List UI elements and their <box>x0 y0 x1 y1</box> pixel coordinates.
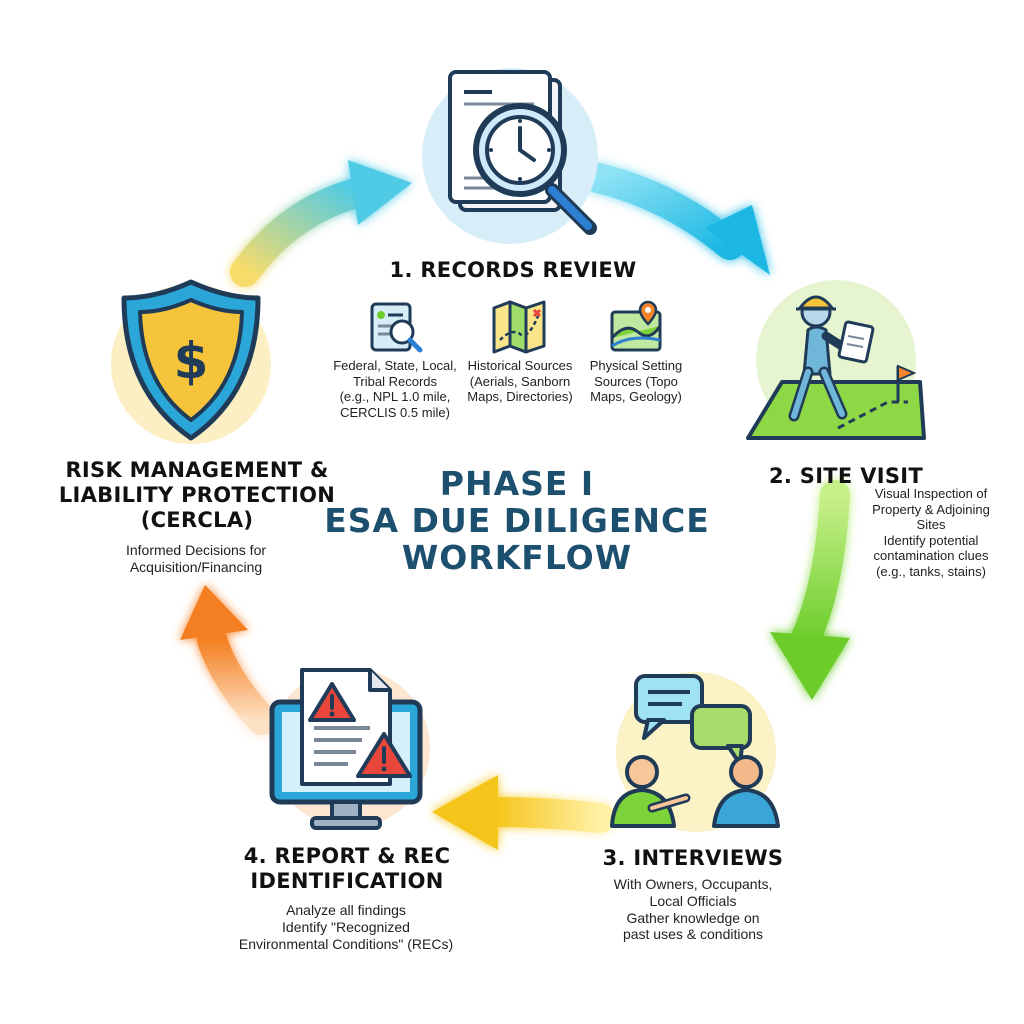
report-desc-line: Identify "Recognized <box>282 918 410 935</box>
risk-title: RISK MANAGEMENT & LIABILITY PROTECTION (… <box>56 458 338 534</box>
source-federal-records: Federal, State, Local, Tribal Records (e… <box>320 358 470 420</box>
source-historical: Historical Sources (Aerials, Sanborn Map… <box>456 358 584 405</box>
risk-title-line: LIABILITY PROTECTION <box>58 483 336 508</box>
report-title-line: 4. REPORT & REC <box>243 844 451 868</box>
arrow-records-to-site <box>583 163 770 275</box>
svg-text:$: $ <box>174 332 209 390</box>
records-magnifier-clock-icon <box>422 68 598 244</box>
report-desc-line: Analyze all findings <box>286 902 406 918</box>
site-visit-desc-line: contamination clues <box>873 548 989 564</box>
risk-title-line: (CERCLA) <box>140 508 254 533</box>
risk-desc-line: Informed Decisions for <box>125 542 267 558</box>
risk-title-line: RISK MANAGEMENT & <box>65 458 329 482</box>
site-visit-description: Visual Inspection of Property & Adjoinin… <box>842 486 1020 580</box>
site-visit-desc-line: Sites <box>916 517 946 533</box>
interviews-description: With Owners, Occupants, Local Officials … <box>588 876 798 943</box>
site-visit-desc-line: (e.g., tanks, stains) <box>876 563 986 579</box>
site-visit-title: 2. SITE VISIT <box>768 464 924 488</box>
site-inspector-icon <box>746 280 926 440</box>
source-text-line: Physical Setting <box>589 358 683 373</box>
center-title-line: WORKFLOW <box>401 537 633 577</box>
interviews-desc-line: past uses & conditions <box>622 926 764 943</box>
source-text-line: (Aerials, Sanborn <box>469 373 571 389</box>
report-monitor-warning-icon <box>269 668 430 830</box>
source-text-line: Tribal Records <box>352 373 438 389</box>
source-text-line: Historical Sources <box>467 358 573 373</box>
interview-people-chat-icon <box>610 672 780 832</box>
source-text-line: (e.g., NPL 1.0 mile, <box>339 389 451 405</box>
interviews-desc-line: Local Officials <box>649 892 737 909</box>
site-visit-desc-line: Visual Inspection of <box>874 486 988 501</box>
report-title-line: IDENTIFICATION <box>250 868 444 893</box>
source-physical-setting: Physical Setting Sources (Topo Maps, Geo… <box>576 358 696 405</box>
site-visit-desc-line: Identify potential <box>883 532 979 548</box>
source-text-line: Maps, Geology) <box>590 389 682 405</box>
center-title-line: PHASE I <box>439 464 595 503</box>
interviews-title: 3. INTERVIEWS <box>602 846 784 870</box>
source-text-line: CERCLIS 0.5 mile) <box>340 404 450 420</box>
arrow-risk-to-records <box>230 160 412 287</box>
center-title: PHASE I ESA DUE DILIGENCE WORKFLOW <box>322 464 712 577</box>
report-title: 4. REPORT & REC IDENTIFICATION <box>212 844 482 894</box>
source-text-line: Maps, Directories) <box>467 389 573 405</box>
shield-dollar-icon: $ <box>111 279 271 444</box>
arrow-report-to-risk <box>180 585 277 735</box>
map-icon <box>492 300 546 354</box>
risk-description: Informed Decisions for Acquisition/Finan… <box>90 542 302 576</box>
records-document-icon <box>370 302 423 353</box>
source-text-line: Sources (Topo <box>594 373 678 389</box>
arrow-site-to-interviews <box>770 480 850 700</box>
center-title-line: ESA DUE DILIGENCE <box>324 500 710 540</box>
source-text-line: Federal, State, Local, <box>333 358 457 373</box>
report-description: Analyze all findings Identify "Recognize… <box>196 902 496 952</box>
site-visit-desc-line: Property & Adjoining <box>872 501 990 517</box>
risk-desc-line: Acquisition/Financing <box>129 558 263 575</box>
arrow-interviews-to-report <box>432 775 615 850</box>
terrain-pin-icon <box>610 300 662 352</box>
report-desc-line: Environmental Conditions" (RECs) <box>238 935 454 952</box>
interviews-desc-line: With Owners, Occupants, <box>613 876 773 892</box>
interviews-desc-line: Gather knowledge on <box>626 909 760 926</box>
records-review-title: 1. RECORDS REVIEW <box>389 258 637 282</box>
